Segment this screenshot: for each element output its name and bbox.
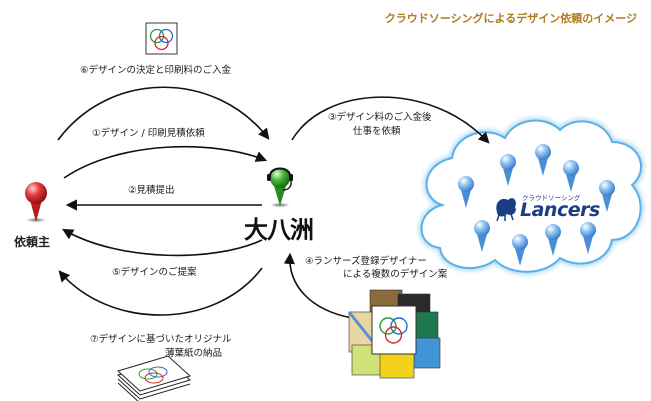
step-7-label-line2: 薄葉紙の納品 bbox=[165, 348, 223, 359]
client-pin-icon bbox=[25, 182, 47, 223]
arrow-step-3 bbox=[291, 96, 490, 144]
designer-pin-icon bbox=[563, 160, 579, 192]
arrow-step-1 bbox=[63, 145, 268, 179]
designer-pin-icon bbox=[512, 234, 528, 266]
step-4-label-line2: による複数のデザイン案 bbox=[343, 269, 448, 280]
step-2-label: ②見積提出 bbox=[128, 185, 175, 196]
designer-pin-icon bbox=[535, 144, 551, 176]
lancers-logo-icon bbox=[496, 198, 516, 222]
designer-pin-icon bbox=[599, 180, 615, 212]
step-3-label-line2: 仕事を依頼 bbox=[353, 126, 401, 137]
arrow-step-7 bbox=[58, 267, 263, 316]
designer-pin-icon bbox=[458, 176, 474, 208]
diagram-title: クラウドソーシングによるデザイン依頼のイメージ bbox=[384, 12, 637, 25]
design-document-icon bbox=[145, 22, 178, 55]
company-logo: 大八洲 bbox=[244, 215, 314, 244]
arrow-step-5 bbox=[62, 228, 263, 257]
designer-pin-icon bbox=[580, 222, 596, 254]
client-label: 依頼主 bbox=[14, 235, 51, 249]
step-7-label-line1: ⑦デザインに基づいたオリジナル bbox=[90, 334, 232, 345]
designer-pin-icon bbox=[500, 154, 516, 186]
arrow-step-4 bbox=[283, 252, 353, 319]
step-4-label-line1: ④ランサーズ登録デザイナー bbox=[305, 256, 427, 267]
design-proposals-stack-icon bbox=[347, 289, 441, 379]
tissue-paper-stack-icon bbox=[117, 355, 191, 401]
lancers-brand-name: Lancers bbox=[520, 199, 600, 221]
step-1-label: ①デザイン / 印刷見積依頼 bbox=[92, 128, 205, 139]
company-headset-pin-icon bbox=[267, 167, 293, 208]
arrow-step-6 bbox=[57, 86, 270, 141]
designer-pins bbox=[458, 144, 615, 266]
designer-pin-icon bbox=[474, 220, 490, 252]
step-3-label-line1: ③デザイン料のご入金後 bbox=[328, 112, 432, 123]
designer-pin-icon bbox=[545, 224, 561, 256]
step-5-label: ⑤デザインのご提案 bbox=[112, 267, 197, 278]
lancers-tagline: クラウドソーシング bbox=[522, 194, 581, 202]
step-6-label: ⑥デザインの決定と印刷料のご入金 bbox=[80, 65, 232, 76]
